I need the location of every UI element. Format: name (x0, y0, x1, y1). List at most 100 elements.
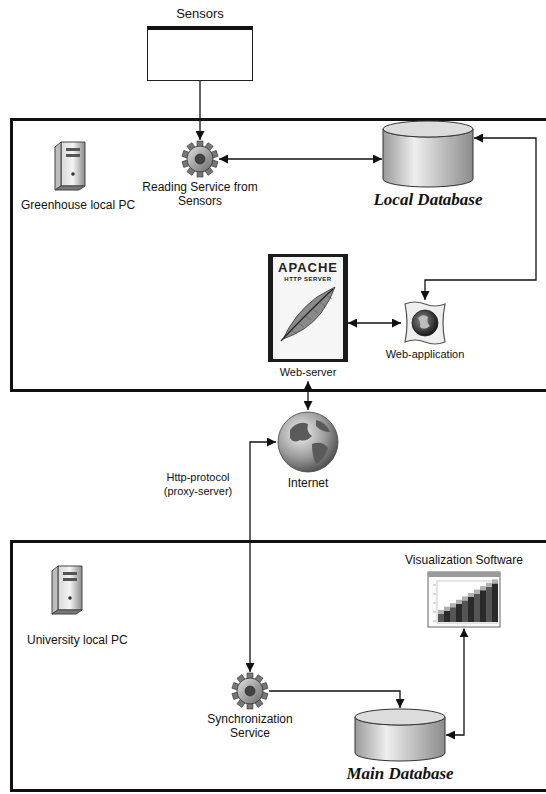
chart-bar-light (486, 583, 492, 587)
window-frame (428, 572, 500, 627)
cylinder-top (383, 121, 473, 137)
feather-barb (326, 295, 332, 299)
icon-holder (401, 300, 449, 346)
chart-bar-light (456, 600, 462, 604)
icon-holder (181, 140, 219, 178)
node-label: Reading Service from Sensors (125, 180, 275, 209)
chart-bar (480, 591, 486, 623)
chart-bar (492, 584, 498, 623)
globe-continent (316, 420, 330, 432)
gear-icon (181, 140, 219, 178)
icon-frame (405, 302, 445, 344)
globe-continent (290, 423, 312, 442)
chart-bar (438, 614, 444, 622)
globe-sphere (278, 412, 338, 472)
panel-label: University local PC (27, 633, 128, 647)
node-label: Main Database (346, 764, 453, 784)
connector-arrow (348, 322, 401, 323)
service-gear: Reading Service from Sensors (125, 140, 275, 209)
web-application-icon (401, 300, 449, 346)
internet-globe: Internet (276, 410, 340, 490)
axis-tick (433, 621, 436, 622)
database-cylinder: Main Database (346, 708, 453, 784)
connector-arrow (250, 442, 276, 672)
chart-bar (474, 594, 480, 622)
gear-icon (231, 672, 269, 710)
node-label: Internet (288, 476, 329, 490)
window-titlebar (428, 572, 500, 577)
node-label: Visualization Software (405, 553, 523, 567)
apache-logo-box: APACHEHTTP SERVER (268, 254, 348, 362)
text-holder: Web-server (280, 364, 337, 379)
feather-drawing (277, 283, 339, 345)
axis-tick (433, 612, 436, 613)
visualization-window: Visualization Software (405, 553, 523, 628)
connector-arrow (219, 158, 382, 159)
icon-holder (382, 120, 474, 188)
axis-tick (433, 594, 436, 595)
web-application-icon: Web-application (386, 300, 465, 361)
text-holder: Sensors (176, 6, 224, 22)
feather-barb (298, 323, 304, 327)
icon-holder (276, 410, 340, 474)
database-cylinder: Local Database (373, 120, 482, 210)
node-label: Synchronization Service (195, 712, 305, 741)
connector-arrow (269, 691, 400, 708)
pc-tower-icon (55, 142, 85, 190)
chart-bar-light (438, 610, 444, 614)
chart-bar (462, 601, 468, 623)
web-server-box: APACHEHTTP SERVER Web-server (268, 254, 348, 379)
axis-tick (433, 585, 436, 586)
text-holder: Web-application (386, 346, 465, 361)
connector-arrow (199, 81, 200, 140)
gear-body (187, 146, 213, 172)
icon-globe (412, 310, 438, 336)
text-holder: Visualization Software (405, 553, 523, 567)
icon-holder (147, 22, 253, 81)
sensor-box: Sensors (147, 6, 253, 81)
node-label: Web-application (386, 348, 465, 361)
cylinder-top (355, 709, 445, 725)
node-label: Local Database (373, 190, 482, 210)
university-panel: University local PC Visualization Softwar… (10, 540, 546, 792)
text-holder: Internet (288, 474, 329, 490)
chart-bar-light (468, 593, 474, 597)
connector-arrow (446, 628, 464, 735)
logo-text: APACHE (278, 260, 338, 276)
feather-barb (319, 302, 325, 306)
feather-barb (291, 330, 297, 334)
gear-hub (195, 154, 205, 164)
pc-tower-icon (52, 566, 82, 614)
feather-shaft (281, 289, 333, 341)
feather-barb (312, 309, 318, 313)
text-holder: Synchronization Service (195, 710, 305, 741)
text-holder: Main Database (346, 762, 453, 784)
logo-text: HTTP SERVER (284, 276, 331, 283)
connector-label: Http-protocol (proxy-server) (156, 470, 240, 500)
sensor-housing (147, 26, 253, 81)
cylinder-body (383, 129, 473, 187)
icon-holder (354, 708, 446, 762)
chart-bar (456, 604, 462, 622)
chart-bar-light (462, 597, 468, 601)
icon-continent (418, 315, 430, 329)
chart-bar-light (480, 587, 486, 591)
connector-arrow (307, 381, 308, 410)
text-holder: Reading Service from Sensors (125, 178, 275, 209)
gear-hub (245, 686, 255, 696)
chart-bar (450, 608, 456, 623)
node-label: Sensors (176, 6, 224, 22)
chart-bar-light (492, 580, 498, 584)
text-holder: Local Database (373, 188, 482, 210)
chart-bar (486, 587, 492, 622)
chart-window-icon (427, 571, 501, 628)
feather-barb (305, 316, 311, 320)
chart-bar (444, 611, 450, 622)
icon-holder: APACHEHTTP SERVER (268, 254, 348, 364)
icon-holder (427, 567, 501, 628)
node-label: Web-server (280, 366, 337, 379)
globe-icon (276, 410, 340, 474)
cylinder-shape (382, 120, 474, 188)
chart-bar-light (450, 604, 456, 608)
